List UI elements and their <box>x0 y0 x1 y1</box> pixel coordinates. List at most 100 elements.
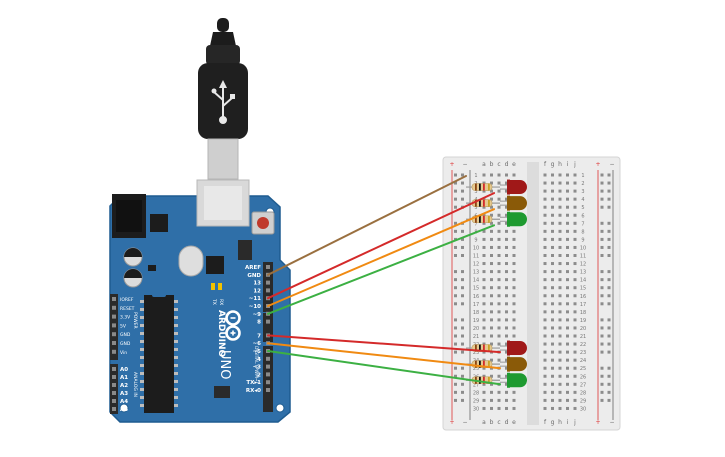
wire-pin-7 <box>267 334 501 354</box>
analog-pin-label: A1 <box>120 375 128 381</box>
rail-hole <box>461 334 464 338</box>
rail-hole <box>600 318 604 322</box>
chip-leg <box>174 308 178 311</box>
reset-button-cap <box>257 217 269 229</box>
chip-leg <box>140 332 144 335</box>
hole <box>497 229 501 233</box>
components <box>466 179 528 388</box>
row-number: 13 <box>473 270 479 276</box>
led-red-2 <box>500 340 528 356</box>
hole <box>573 173 577 177</box>
hole <box>558 382 562 386</box>
digital-pin <box>266 380 270 385</box>
column-header: a <box>482 419 486 426</box>
hole <box>512 294 516 298</box>
hole <box>543 350 547 354</box>
hole <box>573 278 577 282</box>
column-header: h <box>558 161 562 168</box>
hole <box>505 278 508 282</box>
hole <box>573 245 577 249</box>
hole <box>551 350 554 354</box>
hole <box>497 318 501 322</box>
hole <box>543 398 547 402</box>
row-number: 18 <box>580 310 586 316</box>
rail-hole <box>461 181 464 185</box>
rail-hole <box>600 334 604 338</box>
row-number: 4 <box>581 197 584 203</box>
rail-hole <box>600 270 604 274</box>
column-header: d <box>505 419 509 426</box>
hole <box>551 181 554 185</box>
hole <box>558 278 562 282</box>
rail-hole <box>607 229 611 233</box>
center-channel <box>527 162 539 425</box>
hole <box>566 310 569 314</box>
row-number: 16 <box>473 294 479 300</box>
arduino-uno-board: TX RX ARDUINO UNO AREFGND1312~11~10~987~… <box>109 179 291 423</box>
hole <box>497 398 501 402</box>
digital-pin <box>266 372 270 377</box>
row-number: 19 <box>580 318 586 324</box>
hole <box>505 302 508 306</box>
row-number: 30 <box>473 406 479 412</box>
digital-pin-label: TX▸1 <box>246 380 261 386</box>
column-header: c <box>497 161 500 168</box>
hole <box>482 229 486 233</box>
hole <box>543 197 547 201</box>
hole <box>490 358 493 362</box>
hole <box>490 197 493 201</box>
row-number: 29 <box>580 398 586 404</box>
digital-pin <box>266 364 270 369</box>
hole <box>551 310 554 314</box>
hole <box>505 189 508 193</box>
hole <box>482 334 486 338</box>
hole <box>490 326 493 330</box>
hole <box>566 173 569 177</box>
rail-hole <box>600 197 604 201</box>
hole <box>512 302 516 306</box>
row-number: 26 <box>580 374 586 380</box>
hole <box>505 262 508 266</box>
analog-pin-label: A3 <box>120 391 128 397</box>
wire-pin-10 <box>267 208 495 307</box>
chip-leg <box>174 340 178 343</box>
rail-hole <box>600 342 604 346</box>
row-number: 10 <box>580 245 586 251</box>
hole <box>482 294 486 298</box>
icsp-header <box>238 240 252 260</box>
row-number: 15 <box>473 286 479 292</box>
usb-cable <box>198 18 248 180</box>
hole <box>490 229 493 233</box>
chip-leg <box>140 396 144 399</box>
hole <box>512 318 516 322</box>
hole <box>505 358 508 362</box>
hole <box>505 406 508 410</box>
hole <box>482 270 486 274</box>
hole <box>551 254 554 257</box>
rail-hole <box>454 270 457 274</box>
hole <box>497 374 501 378</box>
hole <box>573 390 577 394</box>
digital-pin-label: 4 <box>257 357 261 363</box>
rx-led <box>218 283 222 290</box>
hole <box>558 358 562 362</box>
rail-hole <box>461 286 464 290</box>
hole <box>573 318 577 322</box>
row-number: 7 <box>474 221 477 227</box>
hole <box>482 390 486 394</box>
column-header: g <box>551 419 555 426</box>
hole <box>558 294 562 298</box>
power-pin <box>112 314 116 319</box>
row-number: 14 <box>473 278 479 284</box>
hole <box>573 382 577 386</box>
hole <box>497 278 501 282</box>
row-number: 23 <box>580 350 586 356</box>
hole <box>497 173 501 177</box>
hole <box>558 221 562 225</box>
hole <box>505 326 508 330</box>
row-number: 16 <box>580 294 586 300</box>
hole <box>497 358 501 362</box>
mounting-hole <box>275 403 285 413</box>
rail-plus-label: + <box>449 419 454 426</box>
